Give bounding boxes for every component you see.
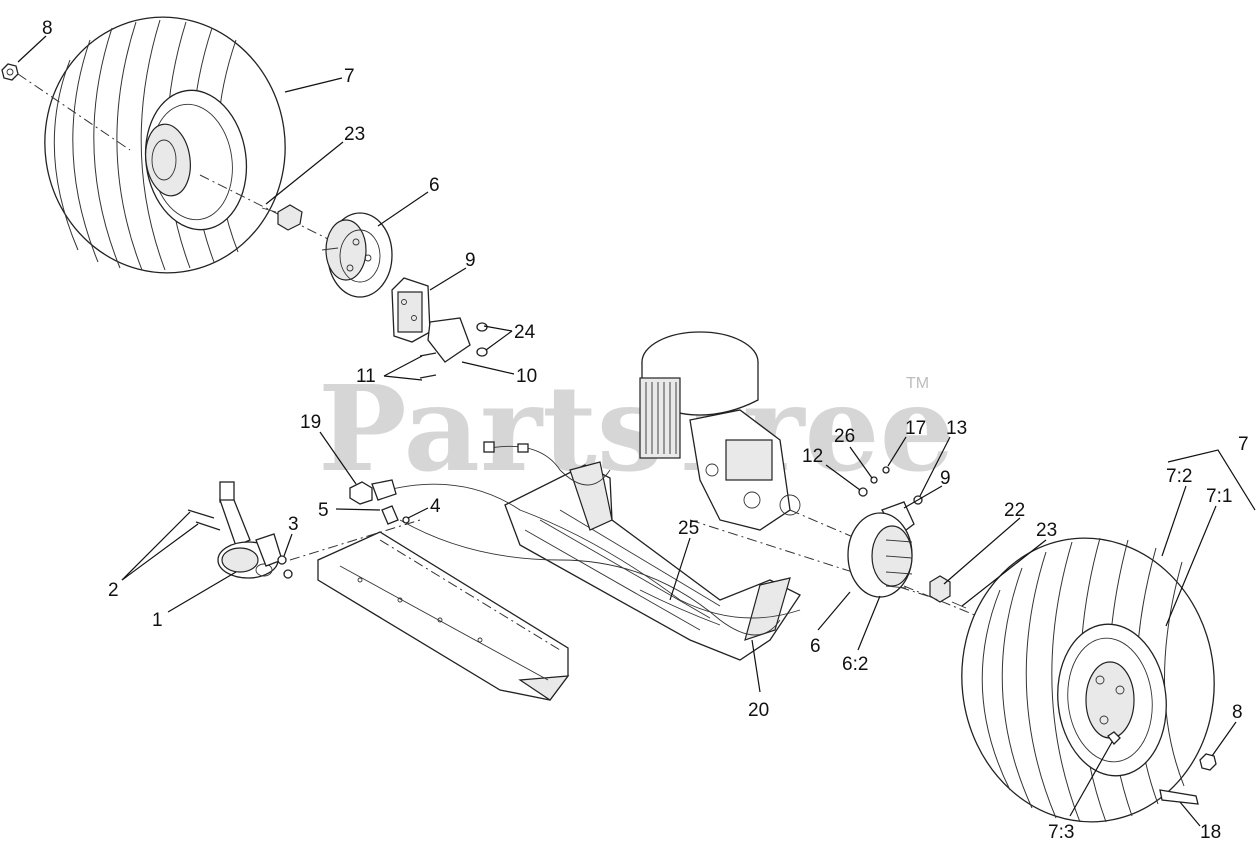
callout-3: 3: [288, 514, 299, 535]
callout-6-2: 6:2: [842, 654, 868, 675]
valve-stem-left: [261, 207, 277, 213]
washer-1: [476, 322, 488, 332]
callout-12: 12: [802, 446, 823, 467]
leader-lines: [17, 35, 1256, 827]
fitting-12: [858, 487, 868, 497]
fitting-17: [882, 466, 890, 474]
callout-7-3: 7:3: [1048, 822, 1074, 843]
callout-24: 24: [514, 322, 536, 343]
callout-11: 11: [356, 366, 376, 387]
callout-20: 20: [748, 700, 769, 721]
harness-connector: [483, 441, 495, 453]
callout-13: 13: [946, 418, 967, 439]
callout-25: 25: [678, 518, 699, 539]
lug-nut-right: [1199, 753, 1217, 771]
callout-19: 19: [300, 412, 321, 433]
bolt-1: [419, 352, 437, 357]
callout-1: 1: [152, 610, 163, 631]
wheel-left: [44, 16, 286, 274]
callout-7-left: 7: [344, 66, 355, 87]
caliper-bracket: [427, 317, 471, 363]
callout-9-left: 9: [465, 250, 476, 271]
wheel-right: [961, 537, 1215, 823]
callout-10: 10: [516, 366, 537, 387]
callout-7-2: 7:2: [1166, 466, 1192, 487]
engine-assembly: [639, 331, 801, 531]
callout-8-right: 8: [1232, 702, 1243, 723]
washer-2: [476, 347, 488, 357]
pin-2: [195, 521, 221, 531]
screw: [402, 516, 410, 524]
mount-plate: [317, 531, 570, 701]
wheel-hub-right: [847, 512, 913, 598]
callout-6-left: 6: [429, 175, 440, 196]
callout-numbers: 8 7 23 6 9 24 11 10 19 5 4 3 2 1 25 20 2…: [42, 18, 1249, 843]
nut-1: [277, 555, 287, 565]
brake-cylinder-assembly: [217, 481, 283, 579]
wiring-harness: [379, 483, 801, 619]
nut-2: [283, 569, 293, 579]
callout-18: 18: [1200, 822, 1221, 843]
callout-7-1: 7:1: [1206, 486, 1232, 507]
switch-bracket: [381, 505, 399, 525]
wheel-hub-left: [321, 212, 393, 298]
callout-23-left: 23: [344, 124, 365, 145]
callout-2: 2: [108, 580, 119, 601]
lug-nut-left: [1, 63, 19, 81]
watermark-trademark: TM: [906, 375, 929, 392]
callout-23-right: 23: [1036, 520, 1057, 541]
pin-1: [187, 509, 215, 519]
wheel-nut-left: [277, 204, 303, 231]
callout-9-right: 9: [940, 468, 951, 489]
callout-26: 26: [834, 426, 855, 447]
callout-7-right: 7: [1238, 434, 1249, 455]
callout-4: 4: [430, 496, 441, 517]
interlock-switch: [349, 479, 397, 505]
valve-cap: [1159, 789, 1199, 805]
callout-6-right: 6: [810, 636, 821, 657]
wheel-spacer-right: [929, 575, 951, 603]
valve-stem-right: [951, 601, 967, 609]
bolt-2: [419, 374, 437, 379]
callout-5: 5: [318, 500, 329, 521]
fitting-26: [870, 476, 878, 484]
brake-caliper-left: [391, 277, 431, 343]
callout-8-left: 8: [42, 18, 53, 39]
callout-22: 22: [1004, 500, 1025, 521]
callout-17: 17: [905, 418, 926, 439]
watermark-text: PartsTree: [318, 359, 955, 498]
